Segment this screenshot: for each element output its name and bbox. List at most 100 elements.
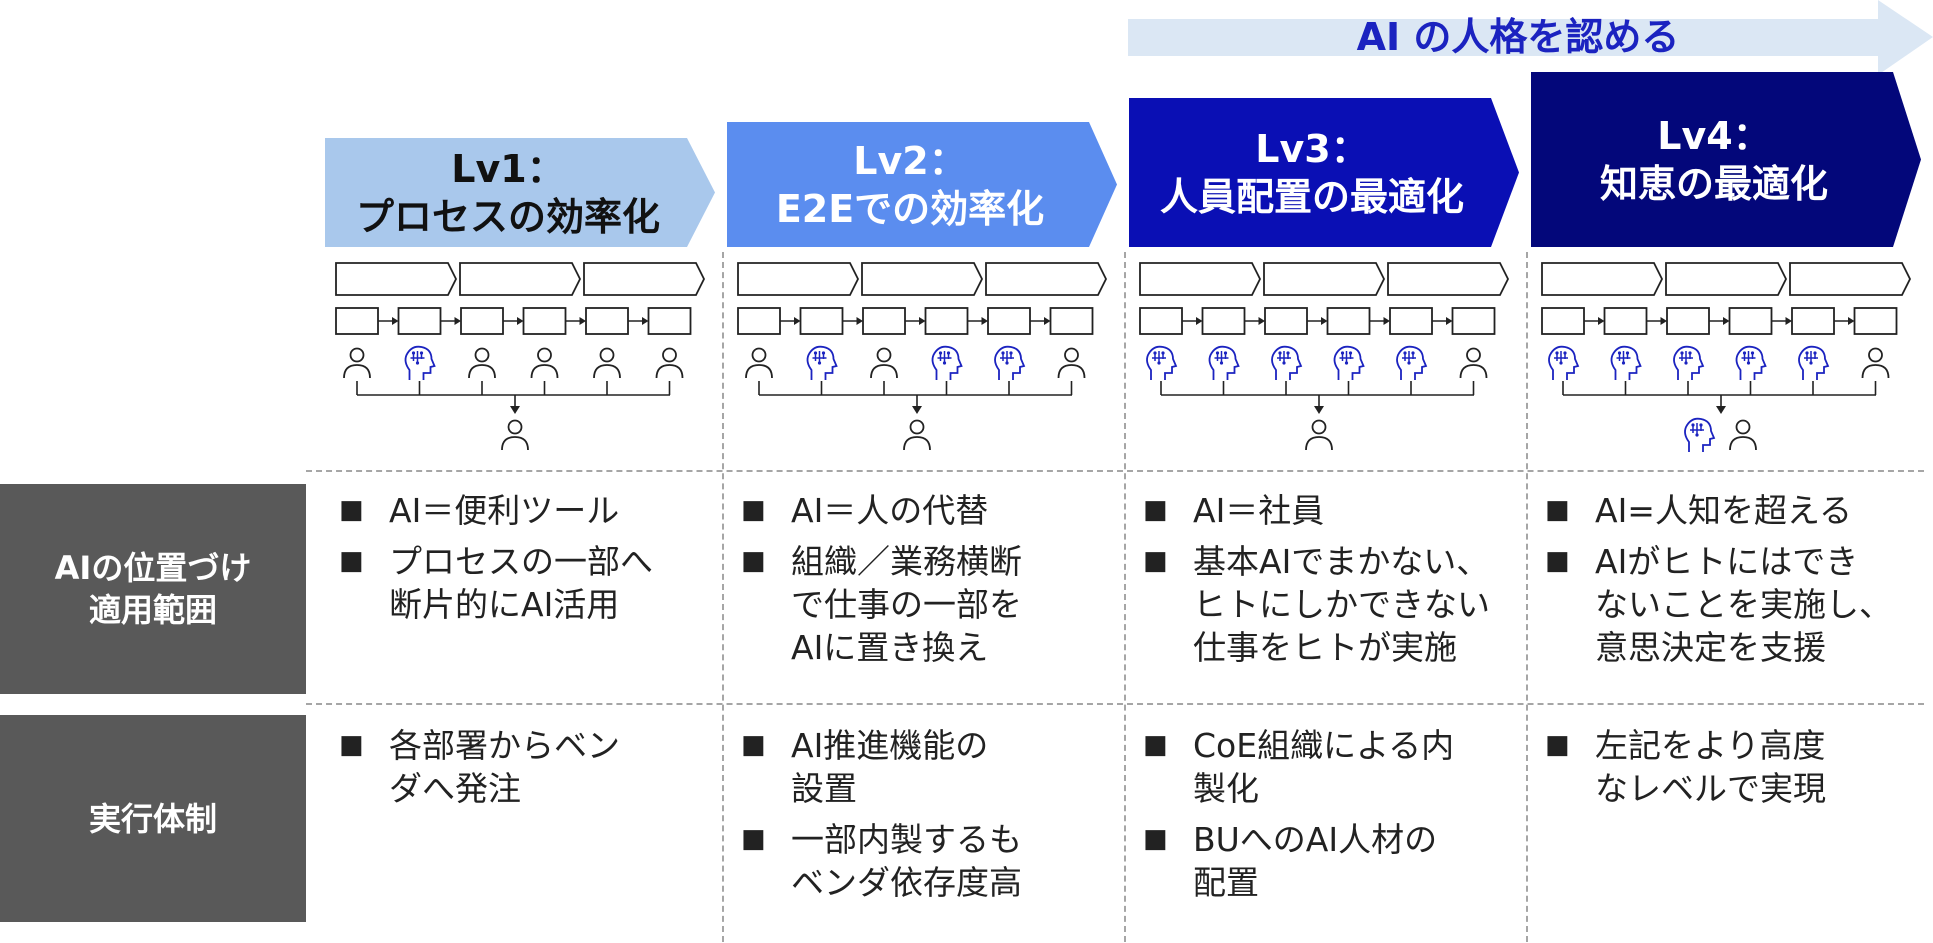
bullet-square-icon: ■ (1545, 495, 1570, 525)
ai-head-icon (404, 345, 436, 380)
cell-row1-col3: ■ AI＝社員 ■ 基本AIでまかない、 ヒトにしかできない 仕事をヒトが実施 (1143, 489, 1523, 677)
person-icon (655, 347, 684, 379)
ai-head-icon (1735, 345, 1767, 380)
separator-line (306, 703, 1924, 705)
bullet-text: 組織／業務横断 で仕事の一部を AIに置き換え (791, 542, 1022, 667)
process-step-box (1389, 307, 1433, 335)
ai-head-icon (1146, 345, 1178, 380)
person-icon (1459, 347, 1488, 379)
process-step-box (460, 307, 504, 335)
ai-head-icon (1396, 345, 1428, 380)
bullet-square-icon: ■ (339, 495, 364, 525)
bullet-item: ■AI推進機能の 設置 (741, 724, 1121, 810)
process-stage-box (1387, 262, 1510, 296)
process-stage-box (737, 262, 860, 296)
process-stage-box (335, 262, 458, 296)
bullet-item: ■ BUへのAI人材の 配置 (1143, 818, 1523, 904)
bullet-item: ■一部内製するも ベンダ依存度高 (741, 818, 1121, 904)
cell-row2-col4: ■左記をより高度 なレベルで実現 (1545, 724, 1925, 818)
cell-row1-col2: ■ AI＝人の代替 ■組織／業務横断 で仕事の一部を AIに置き換え (741, 489, 1121, 677)
bullet-item: ■ AI＝人の代替 (741, 489, 1121, 532)
person-icon (1861, 347, 1890, 379)
bullet-square-icon: ■ (339, 730, 364, 760)
banner-label: AI の人格を認める (1356, 15, 1680, 59)
ai-head-icon (1548, 345, 1580, 380)
cell-row2-col2: ■AI推進機能の 設置■一部内製するも ベンダ依存度高 (741, 724, 1121, 912)
ai-head-icon (1798, 345, 1830, 380)
ai-head-icon (1333, 345, 1365, 380)
column-separator (1124, 252, 1126, 942)
ai-head-icon (1684, 417, 1716, 452)
process-stage-box (1263, 262, 1386, 296)
process-step-box (1541, 307, 1585, 335)
bullet-text: 基本AIでまかない、 ヒトにしかできない 仕事をヒトが実施 (1193, 542, 1490, 667)
bullet-text: プロセスの一部へ 断片的にAI活用 (389, 542, 653, 624)
level-2-process-diagram (737, 262, 1108, 451)
process-step-box (1666, 307, 1710, 335)
bullet-square-icon: ■ (741, 495, 766, 525)
bullet-item: ■ 基本AIでまかない、 ヒトにしかできない 仕事をヒトが実施 (1143, 540, 1523, 669)
bullet-square-icon: ■ (339, 546, 364, 576)
process-step-box (397, 307, 442, 335)
level-2-chevron (727, 122, 1117, 247)
process-step-box (987, 307, 1031, 335)
process-step-box (862, 307, 906, 335)
bullet-text: AI＝社員 (1193, 491, 1325, 530)
bullet-item: ■AIがヒトにはでき ないことを実施し、 意思決定を支援 (1545, 540, 1925, 669)
row-header-ai-position: AIの位置づけ 適用範囲 (0, 484, 306, 694)
person-icon (468, 347, 496, 379)
level-2-title: Lv2： E2Eでの効率化 (775, 138, 1045, 231)
process-stage-box (985, 262, 1108, 296)
level-3-process-diagram (1139, 262, 1510, 451)
process-step-box (1264, 307, 1308, 335)
bullet-text: 一部内製するも ベンダ依存度高 (791, 820, 1022, 902)
bullet-text: 各部署からベン ダへ発注 (389, 726, 620, 808)
separator-line (306, 470, 1924, 472)
bullet-item: ■ プロセスの一部へ 断片的にAI活用 (339, 540, 719, 626)
bullet-text: AI＝人の代替 (791, 491, 989, 530)
person-icon (903, 419, 931, 451)
person-icon (501, 419, 529, 451)
process-step-box (1139, 307, 1183, 335)
cell-row1-col4: ■ AI=人知を超える ■AIがヒトにはでき ないことを実施し、 意思決定を支援 (1545, 489, 1925, 677)
process-step-box (1853, 307, 1898, 335)
bullet-item: ■ AI=人知を超える (1545, 489, 1925, 532)
process-step-box (335, 307, 379, 335)
process-stage-box (459, 262, 582, 296)
level-3-chevron (1129, 98, 1519, 247)
person-icon (343, 347, 371, 379)
bullet-text: AIがヒトにはでき ないことを実施し、 意思決定を支援 (1595, 542, 1892, 667)
bullet-square-icon: ■ (1143, 546, 1168, 576)
cell-row2-col1: ■ 各部署からベン ダへ発注 (339, 724, 719, 818)
person-icon (530, 347, 559, 379)
person-icon (745, 347, 773, 379)
level-1-chevron (325, 138, 715, 247)
bullet-item: ■ 各部署からベン ダへ発注 (339, 724, 719, 810)
bullet-text: AI＝便利ツール (389, 491, 620, 530)
bullet-text: AI推進機能の 設置 (791, 726, 989, 808)
process-stage-box (1541, 262, 1664, 296)
process-step-box (1326, 307, 1371, 335)
level-4-process-diagram (1541, 262, 1912, 452)
bullet-square-icon: ■ (1143, 730, 1168, 760)
ai-head-icon (994, 345, 1026, 380)
bullet-text: BUへのAI人材の 配置 (1193, 820, 1438, 902)
column-separator (1526, 252, 1528, 942)
ai-head-icon (1673, 345, 1705, 380)
bullet-text: CoE組織による内 製化 (1193, 726, 1455, 808)
ai-head-icon (806, 345, 838, 380)
bullet-square-icon: ■ (1143, 824, 1168, 854)
bullet-text: AI=人知を超える (1595, 491, 1852, 530)
process-step-box (522, 307, 567, 335)
person-icon (1729, 419, 1757, 451)
bullet-item: ■組織／業務横断 で仕事の一部を AIに置き換え (741, 540, 1121, 669)
process-step-box (585, 307, 629, 335)
process-step-box (924, 307, 969, 335)
process-step-box (1728, 307, 1773, 335)
ai-head-icon (1208, 345, 1240, 380)
level-4-chevron (1531, 72, 1921, 247)
column-separator (722, 252, 724, 942)
process-step-box (799, 307, 844, 335)
level-1-title: Lv1： プロセスの効率化 (355, 146, 660, 239)
process-step-box (1201, 307, 1246, 335)
